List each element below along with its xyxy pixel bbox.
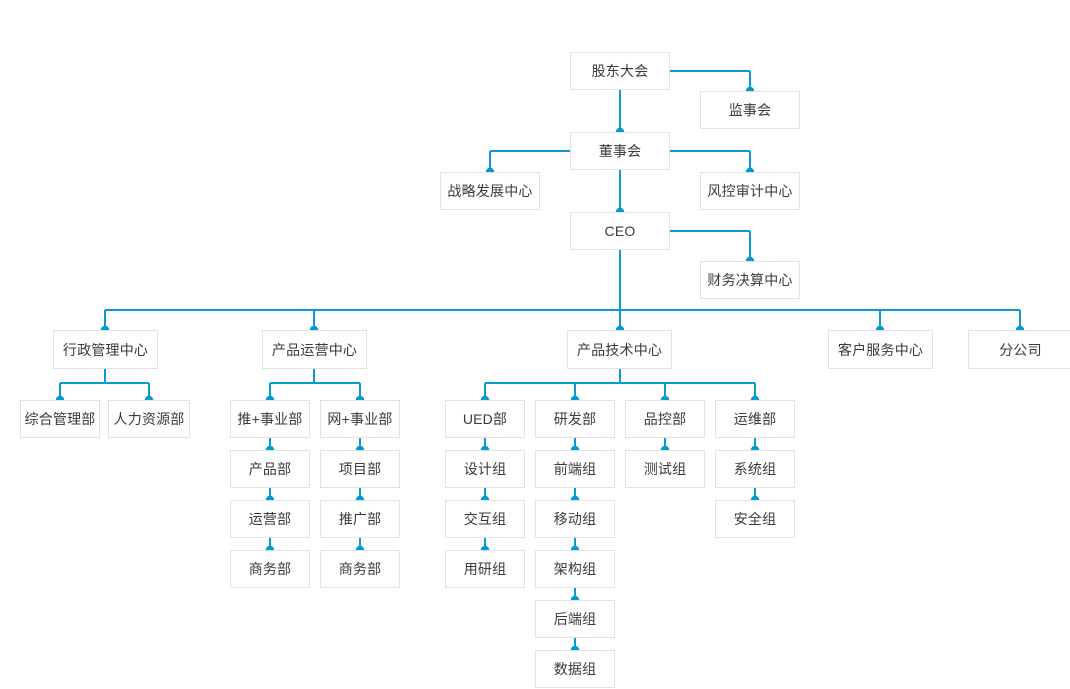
org-node-ops-center[interactable]: 产品运营中心 [262, 330, 367, 369]
org-node-branch-company[interactable]: 分公司 [968, 330, 1070, 369]
org-node-strategy-center[interactable]: 战略发展中心 [440, 172, 540, 210]
org-node-design-group[interactable]: 设计组 [445, 450, 525, 488]
org-node-service-center[interactable]: 客户服务中心 [828, 330, 933, 369]
org-node-user-research-group[interactable]: 用研组 [445, 550, 525, 588]
org-node-system-group[interactable]: 系统组 [715, 450, 795, 488]
org-node-tech-center[interactable]: 产品技术中心 [567, 330, 672, 369]
org-node-rd-dept[interactable]: 研发部 [535, 400, 615, 438]
org-node-architecture-group[interactable]: 架构组 [535, 550, 615, 588]
org-node-risk-audit-center[interactable]: 风控审计中心 [700, 172, 800, 210]
org-node-admin-center[interactable]: 行政管理中心 [53, 330, 158, 369]
org-node-security-group[interactable]: 安全组 [715, 500, 795, 538]
org-node-business-dept-1[interactable]: 商务部 [230, 550, 310, 588]
org-node-operation-dept[interactable]: 运营部 [230, 500, 310, 538]
org-node-data-group[interactable]: 数据组 [535, 650, 615, 688]
org-node-hr-dept[interactable]: 人力资源部 [108, 400, 190, 438]
org-node-ceo[interactable]: CEO [570, 212, 670, 250]
org-node-frontend-group[interactable]: 前端组 [535, 450, 615, 488]
org-node-backend-group[interactable]: 后端组 [535, 600, 615, 638]
org-node-mobile-group[interactable]: 移动组 [535, 500, 615, 538]
org-node-business-dept-2[interactable]: 商务部 [320, 550, 400, 588]
org-node-ued-dept[interactable]: UED部 [445, 400, 525, 438]
org-node-promotion-dept[interactable]: 推广部 [320, 500, 400, 538]
org-node-product-dept[interactable]: 产品部 [230, 450, 310, 488]
org-node-supervisory-board[interactable]: 监事会 [700, 91, 800, 129]
org-node-qa-dept[interactable]: 品控部 [625, 400, 705, 438]
org-node-tui-plus-bu[interactable]: 推+事业部 [230, 400, 310, 438]
org-node-finance-center[interactable]: 财务决算中心 [700, 261, 800, 299]
org-node-general-admin-dept[interactable]: 综合管理部 [20, 400, 100, 438]
org-node-project-dept[interactable]: 项目部 [320, 450, 400, 488]
org-node-wang-plus-bu[interactable]: 网+事业部 [320, 400, 400, 438]
org-node-shareholders-meeting[interactable]: 股东大会 [570, 52, 670, 90]
org-node-board-of-directors[interactable]: 董事会 [570, 132, 670, 170]
org-node-test-group[interactable]: 测试组 [625, 450, 705, 488]
org-node-interaction-group[interactable]: 交互组 [445, 500, 525, 538]
org-node-ops-tech-dept[interactable]: 运维部 [715, 400, 795, 438]
